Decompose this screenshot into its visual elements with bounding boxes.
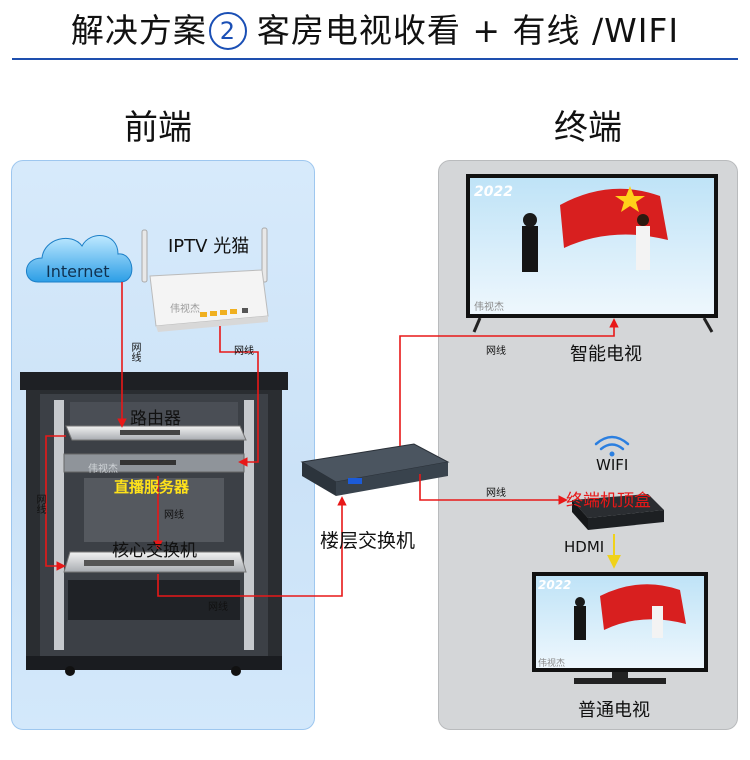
wifi-label: WIFI bbox=[596, 456, 629, 474]
server-watermark: 伟视杰 bbox=[88, 464, 118, 475]
link-label-internet-router: 网线 bbox=[129, 342, 140, 362]
hdmi-label: HDMI bbox=[564, 538, 605, 556]
title-divider bbox=[12, 58, 738, 60]
normal-tv-icon bbox=[532, 572, 708, 684]
core-switch-label: 核心交换机 bbox=[112, 541, 197, 561]
link-floor-stb bbox=[419, 474, 568, 505]
internet-cloud-icon bbox=[26, 235, 133, 283]
title-suffix: 客房电视收看 + 有线 /WIFI bbox=[256, 11, 680, 50]
iptv-modem-icon bbox=[141, 227, 269, 332]
smart-tv-year: 2022 bbox=[474, 184, 513, 200]
network-links bbox=[45, 282, 619, 597]
link-floor-smart-tv bbox=[399, 318, 619, 446]
wifi-icon bbox=[594, 435, 630, 457]
floor-switch-label: 楼层交换机 bbox=[320, 530, 416, 552]
link-label-floor-stb: 网线 bbox=[486, 488, 506, 499]
iptv-modem-label: IPTV 光猫 bbox=[168, 236, 250, 257]
link-label-modem-router: 网线 bbox=[234, 346, 254, 357]
server-rack-icon bbox=[20, 372, 288, 676]
link-label-core-floor: 网线 bbox=[208, 602, 228, 613]
section-front-heading: 前端 bbox=[124, 108, 192, 148]
link-modem-router bbox=[219, 326, 259, 467]
title-prefix: 解决方案 bbox=[70, 11, 207, 50]
router-label: 路由器 bbox=[130, 409, 181, 429]
internet-label: Internet bbox=[46, 262, 110, 281]
smart-tv-icon bbox=[466, 174, 718, 333]
link-label-router-core: 网线 bbox=[34, 494, 45, 514]
modem-watermark: 伟视杰 bbox=[170, 304, 200, 315]
link-router-core bbox=[45, 435, 66, 571]
normal-tv-watermark: 伟视杰 bbox=[538, 659, 566, 669]
smart-tv-label: 智能电视 bbox=[570, 344, 642, 365]
link-label-floor-smart-tv: 网线 bbox=[486, 346, 506, 357]
set-top-box-icon bbox=[572, 494, 664, 530]
smart-tv-watermark: 伟视杰 bbox=[474, 302, 504, 313]
section-end-heading: 终端 bbox=[554, 108, 622, 148]
title-number-badge: 2 bbox=[208, 12, 247, 50]
normal-tv-year: 2022 bbox=[538, 578, 572, 592]
link-core-floor bbox=[157, 496, 347, 597]
set-top-box-label: 终端机顶盒 bbox=[566, 491, 651, 511]
live-server-label: 直播服务器 bbox=[114, 478, 190, 496]
floor-switch-icon bbox=[300, 443, 450, 496]
link-label-server-core: 网线 bbox=[164, 510, 184, 521]
normal-tv-label: 普通电视 bbox=[578, 700, 650, 721]
